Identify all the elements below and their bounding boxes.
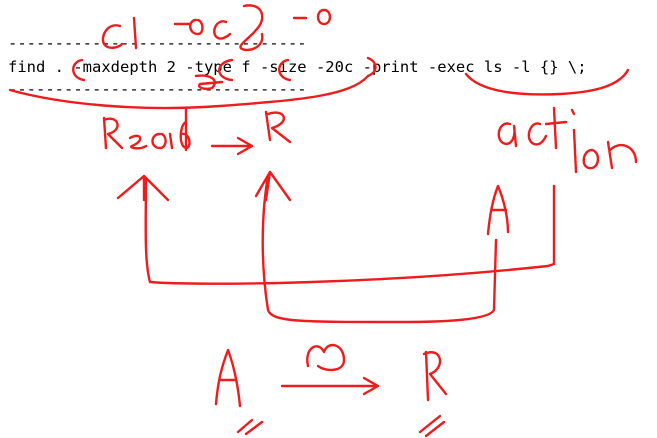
loop-inner — [261, 174, 498, 324]
arrow-up-middle — [254, 170, 292, 202]
loop-outer — [144, 176, 556, 285]
separator-top: -------------------------------- — [8, 34, 307, 52]
circle-maxdepth-dash — [72, 58, 86, 82]
arrow-read-to-r — [210, 136, 254, 156]
handwriting-top-partial — [239, 4, 264, 52]
underline-2 — [194, 74, 224, 90]
ink-strokes — [8, 4, 638, 438]
tick-r-bottom — [418, 414, 446, 438]
circle-size-dash — [278, 58, 292, 82]
handwriting-a-right — [486, 184, 510, 236]
handwriting-r-bottom — [422, 350, 448, 402]
underline-20c — [366, 56, 377, 78]
handwriting-omega — [306, 343, 346, 372]
brace-actions — [464, 68, 630, 96]
handwriting-r-top — [264, 110, 292, 144]
arrow-up-left — [116, 174, 170, 202]
command-line[interactable]: find . -maxdepth 2 -type f -size -20c -p… — [8, 58, 587, 76]
separator-bottom: -------------------------------- — [8, 80, 307, 98]
brace-options — [8, 74, 370, 110]
handwriting-top-1 — [132, 16, 138, 50]
handwriting-read — [102, 106, 191, 152]
handwriting-top-zero — [316, 8, 332, 26]
arrow-a-to-r-bottom — [280, 376, 380, 396]
handwriting-top-c1 — [101, 24, 124, 49]
tick-a-bottom — [236, 418, 264, 436]
handwriting-top-oc — [189, 18, 232, 40]
handwriting-a-bottom — [214, 348, 242, 408]
circle-type-dash — [218, 58, 234, 82]
handwriting-action — [497, 106, 638, 174]
